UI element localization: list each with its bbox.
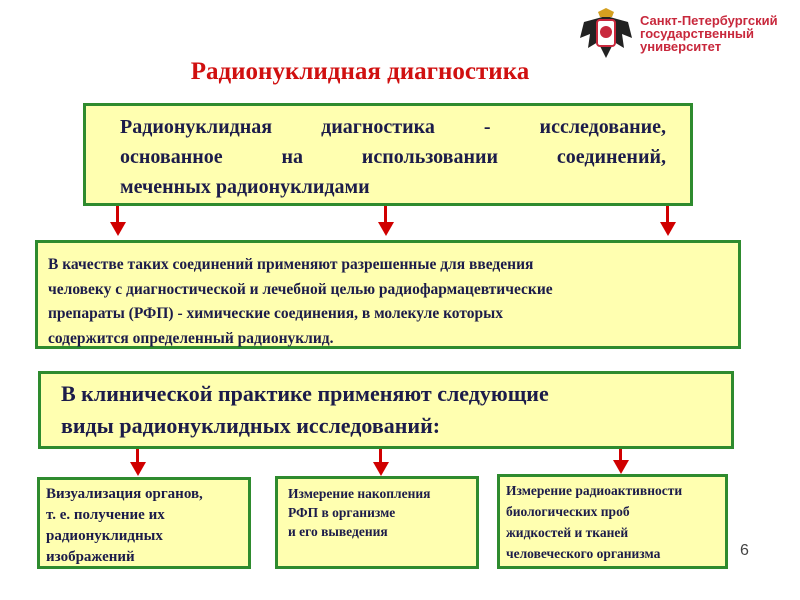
rfp-line: содержится определенный радионуклид. [48, 329, 334, 347]
arrow-down-icon [378, 222, 394, 236]
arrow-down-icon [613, 460, 629, 474]
university-crest-logo [580, 8, 632, 58]
practice-line: В клинической практике применяют следующ… [61, 381, 549, 406]
definition-line: Радионуклидная диагностика - исследовани… [120, 116, 666, 138]
definition-line: основанное на использовании соединений, [120, 146, 666, 168]
type-line: и его выведения [288, 524, 388, 539]
arrow-stem [619, 449, 622, 463]
rfp-line: В качестве таких соединений применяют ра… [48, 256, 534, 273]
arrow-stem [116, 206, 119, 224]
type-line: Измерение накопления [288, 486, 431, 501]
rfp-line: человеку с диагностической и лечебной це… [48, 280, 553, 298]
university-line: государственный [640, 26, 755, 41]
university-name: Санкт-Петербургский государственный унив… [640, 14, 778, 53]
type-line: биологических проб [506, 504, 630, 519]
arrow-down-icon [130, 462, 146, 476]
page-number: 6 [740, 542, 749, 559]
practice-box: В клинической практике применяют следующ… [38, 371, 734, 449]
type-line: жидкостей и тканей [506, 525, 629, 540]
type-line: Измерение радиоактивности [506, 483, 683, 498]
type-line: радионуклидных [46, 528, 163, 544]
university-line: Санкт-Петербургский [640, 13, 778, 28]
rfp-line: препараты (РФП) - химические соединения,… [48, 305, 503, 322]
type-line: РФП в организме [288, 505, 396, 520]
rfp-box: В качестве таких соединений применяют ра… [35, 240, 741, 349]
type-line: человеческого организма [506, 546, 661, 561]
arrow-down-icon [373, 462, 389, 476]
arrow-stem [136, 449, 139, 465]
slide-title: Радионуклидная диагностика [190, 58, 530, 85]
university-line: университет [640, 39, 722, 54]
type-line: т. е. получение их [46, 507, 165, 523]
definition-line: меченных радионуклидами [120, 176, 370, 198]
definition-box: Радионуклидная диагностика - исследовани… [83, 103, 693, 206]
arrow-stem [666, 206, 669, 224]
arrow-stem [379, 449, 382, 465]
arrow-down-icon [660, 222, 676, 236]
type-box-visualization: Визуализация органов, т. е. получение их… [37, 477, 251, 569]
type-box-accumulation: Измерение накопления РФП в организме и е… [275, 476, 479, 569]
type-line: изображений [46, 549, 135, 565]
arrow-stem [384, 206, 387, 224]
type-line: Визуализация органов, [46, 486, 203, 502]
type-box-radioactivity: Измерение радиоактивности биологических … [497, 474, 728, 569]
arrow-down-icon [110, 222, 126, 236]
practice-line: виды радионуклидных исследований: [61, 413, 441, 438]
